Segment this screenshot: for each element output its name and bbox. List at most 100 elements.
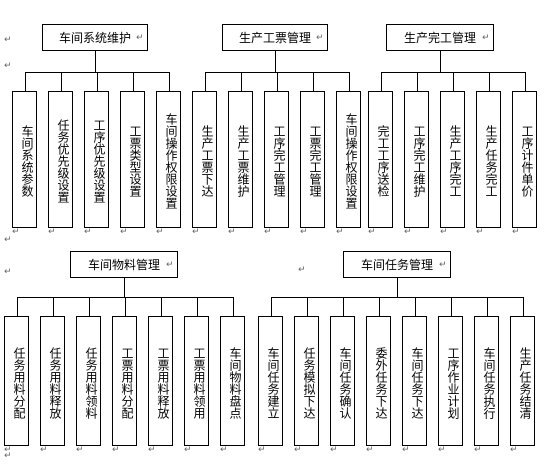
leaf-box: 车间任务确认 [330, 316, 355, 446]
paragraph-mark: ↵ [4, 61, 12, 71]
paragraph-mark: ↵ [4, 235, 12, 245]
leaf-box: 车间任务下达 [402, 316, 427, 446]
leaf-box: 生产任务完工 [476, 91, 501, 228]
leaf-box: 委外任务下达 [366, 316, 391, 446]
paragraph-mark: ↵ [4, 267, 12, 277]
connector-trunk [275, 51, 276, 72]
leaf-box: 任务用料分配 [4, 316, 29, 446]
connector-branch [196, 297, 198, 316]
connector-branch [488, 72, 490, 91]
connector-branch [312, 72, 314, 91]
leaf-box: 任务模拟下达 [294, 316, 319, 446]
leaf-box: 生产工票下达 [192, 91, 217, 228]
leaf-box: 生产工序完工 [440, 91, 465, 228]
paragraph-mark: ↵ [336, 227, 344, 237]
leaf-box: 工序优先级设置 [84, 91, 109, 228]
leaf-box: 车间系统参数 [12, 91, 37, 228]
leaf-box: 生产任务结清 [510, 316, 535, 446]
paragraph-mark: ↵ [228, 227, 236, 237]
leaf-box: 生产工票维护 [228, 91, 253, 228]
leaf-box: 车间操作权限设置 [156, 91, 181, 228]
connector-branch [160, 297, 162, 316]
paragraph-mark: ↵ [184, 445, 192, 455]
paragraph-mark: ↵ [192, 227, 200, 237]
paragraph-mark: ↵ [48, 227, 56, 237]
paragraph-mark: ↵ [316, 33, 324, 43]
connector-branch [124, 297, 126, 316]
connector-trunk [124, 278, 125, 297]
connector-branch [380, 72, 382, 91]
leaf-box: 车间任务执行 [474, 316, 499, 446]
paragraph-mark: ↵ [510, 445, 518, 455]
paragraph-mark: ↵ [264, 227, 272, 237]
connector-branch [270, 297, 272, 316]
paragraph-mark: ↵ [156, 227, 164, 237]
group-header-3: 生产完工管理 [386, 24, 494, 51]
connector-branch [24, 72, 26, 91]
group-header-1: 车间系统维护 [42, 24, 148, 51]
leaf-box: 任务用料领料 [76, 316, 101, 446]
paragraph-mark: ↵ [474, 445, 482, 455]
paragraph-mark: ↵ [300, 227, 308, 237]
paragraph-mark: ↵ [298, 265, 306, 275]
paragraph-mark: ↵ [4, 35, 12, 45]
leaf-box: 任务用料释放 [40, 316, 65, 446]
leaf-box: 车间任务建立 [258, 316, 283, 446]
leaf-box: 工序作业计划 [438, 316, 463, 446]
connector-trunk [440, 51, 441, 72]
leaf-box: 工票用料分配 [112, 316, 137, 446]
paragraph-mark: ↵ [120, 227, 128, 237]
connector-branch [486, 297, 488, 316]
paragraph-mark: ↵ [438, 445, 446, 455]
connector-branch [16, 297, 18, 316]
paragraph-mark: ↵ [84, 227, 92, 237]
paragraph-mark: ↵ [476, 227, 484, 237]
connector-branch [452, 72, 454, 91]
connector-branch [348, 72, 350, 91]
connector-branch [204, 72, 206, 91]
leaf-box: 车间物料盘点 [220, 316, 245, 446]
paragraph-mark: ↵ [294, 445, 302, 455]
connector-branch [414, 297, 416, 316]
connector-branch [96, 72, 98, 91]
paragraph-mark: ↵ [136, 33, 144, 43]
connector-branch [522, 297, 524, 316]
leaf-box: 工序完工维护 [404, 91, 429, 228]
paragraph-mark: ↵ [76, 445, 84, 455]
paragraph-mark: ↵ [402, 445, 410, 455]
connector-branch [342, 297, 344, 316]
connector-branch [52, 297, 54, 316]
leaf-box: 车间操作权限设置 [336, 91, 361, 228]
paragraph-mark: ↵ [404, 227, 412, 237]
leaf-box: 工票用料领用 [184, 316, 209, 446]
connector-branch [378, 297, 380, 316]
paragraph-mark: ↵ [12, 227, 20, 237]
connector-branch [276, 72, 278, 91]
connector-branch [240, 72, 242, 91]
connector-branch [132, 72, 134, 91]
paragraph-mark: ↵ [148, 445, 156, 455]
leaf-box: 工票用料释放 [148, 316, 173, 446]
leaf-box: 完工工序送检 [368, 91, 393, 228]
connector-branch [416, 72, 418, 91]
group-header-5: 车间任务管理 [343, 251, 451, 278]
connector-trunk [95, 51, 96, 72]
connector-branch [88, 297, 90, 316]
paragraph-mark: ↵ [220, 445, 228, 455]
connector-branch [306, 297, 308, 316]
connector-bus [270, 297, 524, 298]
leaf-box: 工票完工管理 [300, 91, 325, 228]
paragraph-mark: ↵ [166, 260, 174, 270]
group-header-2: 生产工票管理 [222, 24, 328, 51]
connector-branch [168, 72, 170, 91]
paragraph-mark: ↵ [439, 260, 447, 270]
leaf-box: 工票类型设置 [120, 91, 145, 228]
paragraph-mark: ↵ [330, 445, 338, 455]
paragraph-mark: ↵ [512, 227, 520, 237]
connector-branch [450, 297, 452, 316]
connector-branch [524, 72, 526, 91]
leaf-box: 工序完工管理 [264, 91, 289, 228]
connector-trunk [397, 278, 398, 297]
paragraph-mark: ↵ [40, 445, 48, 455]
